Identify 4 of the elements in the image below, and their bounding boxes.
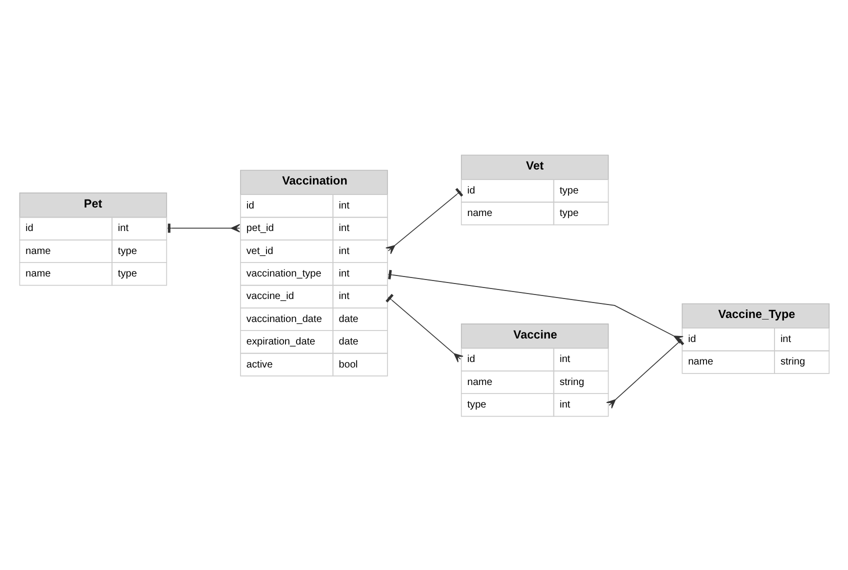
connector [388,269,684,344]
connector [386,187,464,254]
connector [386,293,464,362]
connector [606,336,684,408]
